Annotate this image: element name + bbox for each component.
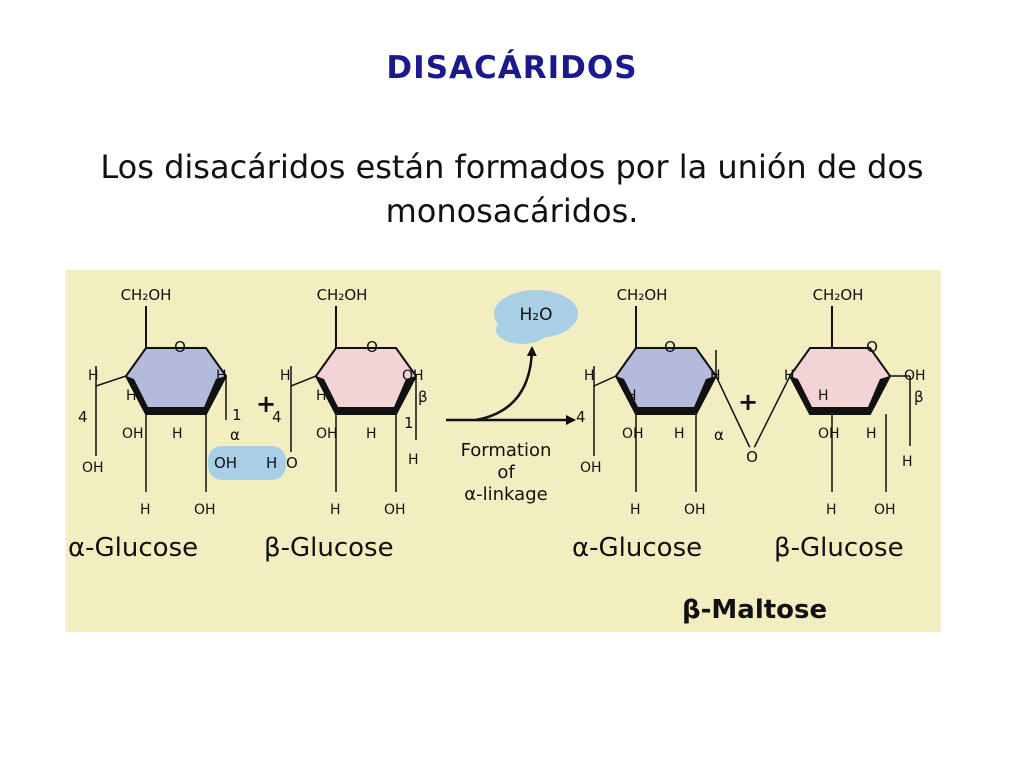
oh-label: OH [194, 502, 216, 518]
label-beta-glucose: β-Glucose [774, 533, 904, 563]
h-label: H [316, 388, 327, 404]
h-label: H [408, 452, 419, 468]
h-label: H [140, 502, 151, 518]
label-alpha-glucose: α-Glucose [68, 533, 198, 563]
h-label: H [818, 388, 829, 404]
maltose-beta-unit: CH₂OH O H H OH H H OH OH β H [784, 286, 926, 518]
ring-bold-edge [126, 376, 226, 414]
h-label: H [902, 454, 913, 470]
label-alpha-glucose: α-Glucose [572, 533, 702, 563]
c4-number: 4 [78, 408, 88, 426]
oh-label: OH [316, 426, 338, 442]
ring-bold-edge [790, 376, 890, 414]
plus-sign: + [738, 388, 758, 416]
h-label: H [88, 368, 99, 384]
reaction-label: α-linkage [464, 484, 547, 505]
h-label: H [710, 368, 721, 384]
h-label: H [330, 502, 341, 518]
ring-bold-edge [616, 376, 716, 414]
alpha-symbol: α [714, 426, 724, 444]
h-label: H [266, 454, 277, 472]
h-label: H [784, 368, 795, 384]
h-label: H [866, 426, 877, 442]
alpha-symbol: α [230, 426, 240, 444]
h-label: H [630, 502, 641, 518]
oh-label: OH [384, 502, 406, 518]
oh-label: OH [402, 368, 424, 384]
ch2oh-label: CH₂OH [813, 286, 864, 304]
ch2oh-label: CH₂OH [317, 286, 368, 304]
oh-label: OH [122, 426, 144, 442]
c4-number: 4 [272, 408, 282, 426]
c1-number: 1 [232, 406, 242, 424]
beta-glucose-molecule: CH₂OH O 4 H O H OH H H OH OH β 1 H [272, 286, 428, 518]
ring-oxygen-label: O [286, 454, 298, 472]
plus-sign: + [256, 390, 276, 418]
h-label: H [216, 368, 227, 384]
reaction-label: Formation [461, 440, 552, 461]
bridge-oxygen-label: O [746, 448, 758, 466]
oh-label: OH [684, 502, 706, 518]
glycosidic-bond [751, 375, 791, 453]
h-label: H [366, 426, 377, 442]
oh-label: OH [904, 368, 926, 384]
oh-label: OH [818, 426, 840, 442]
alpha-glucose-molecule: CH₂OH O 4 H OH H OH H H OH H 1 α [78, 286, 242, 518]
reaction-label: of [497, 462, 515, 483]
c1-number: 1 [404, 414, 414, 432]
ring-oxygen-label: O [366, 338, 378, 356]
water-label: H₂O [520, 305, 553, 325]
ring-bold-edge [316, 376, 416, 414]
water-removal-highlight [208, 446, 286, 480]
h-label: H [674, 426, 685, 442]
c4-number: 4 [576, 408, 586, 426]
glycosidic-bond [715, 375, 753, 453]
slide-subtitle: Los disacáridos están formados por la un… [100, 148, 924, 230]
h-label: H [626, 388, 637, 404]
label-beta-glucose: β-Glucose [264, 533, 394, 563]
h-label: H [126, 388, 137, 404]
beta-symbol: β [418, 388, 428, 406]
ring-oxygen-label: O [174, 338, 186, 356]
oh-label: OH [214, 454, 237, 472]
ch2oh-label: CH₂OH [617, 286, 668, 304]
h-label: H [280, 368, 291, 384]
h-label: H [172, 426, 183, 442]
maltose-alpha-unit: CH₂OH O 4 H OH H OH H H OH H α [576, 286, 724, 518]
water-release-arrow [475, 346, 537, 422]
ch2oh-label: CH₂OH [121, 286, 172, 304]
oh-label: OH [622, 426, 644, 442]
ring-oxygen-label: O [664, 338, 676, 356]
ring-oxygen-label: O [866, 338, 878, 356]
disaccharide-diagram: CH₂OH O 4 H OH H OH H H OH H 1 α + OH H … [66, 270, 941, 632]
beta-symbol: β [914, 388, 924, 406]
slide-title: DISACÁRIDOS [386, 50, 638, 86]
h-label: H [584, 368, 595, 384]
oh-label: OH [874, 502, 896, 518]
oh-label: OH [82, 460, 104, 476]
h-label: H [826, 502, 837, 518]
oh-label: OH [580, 460, 602, 476]
label-beta-maltose: β-Maltose [682, 595, 827, 625]
